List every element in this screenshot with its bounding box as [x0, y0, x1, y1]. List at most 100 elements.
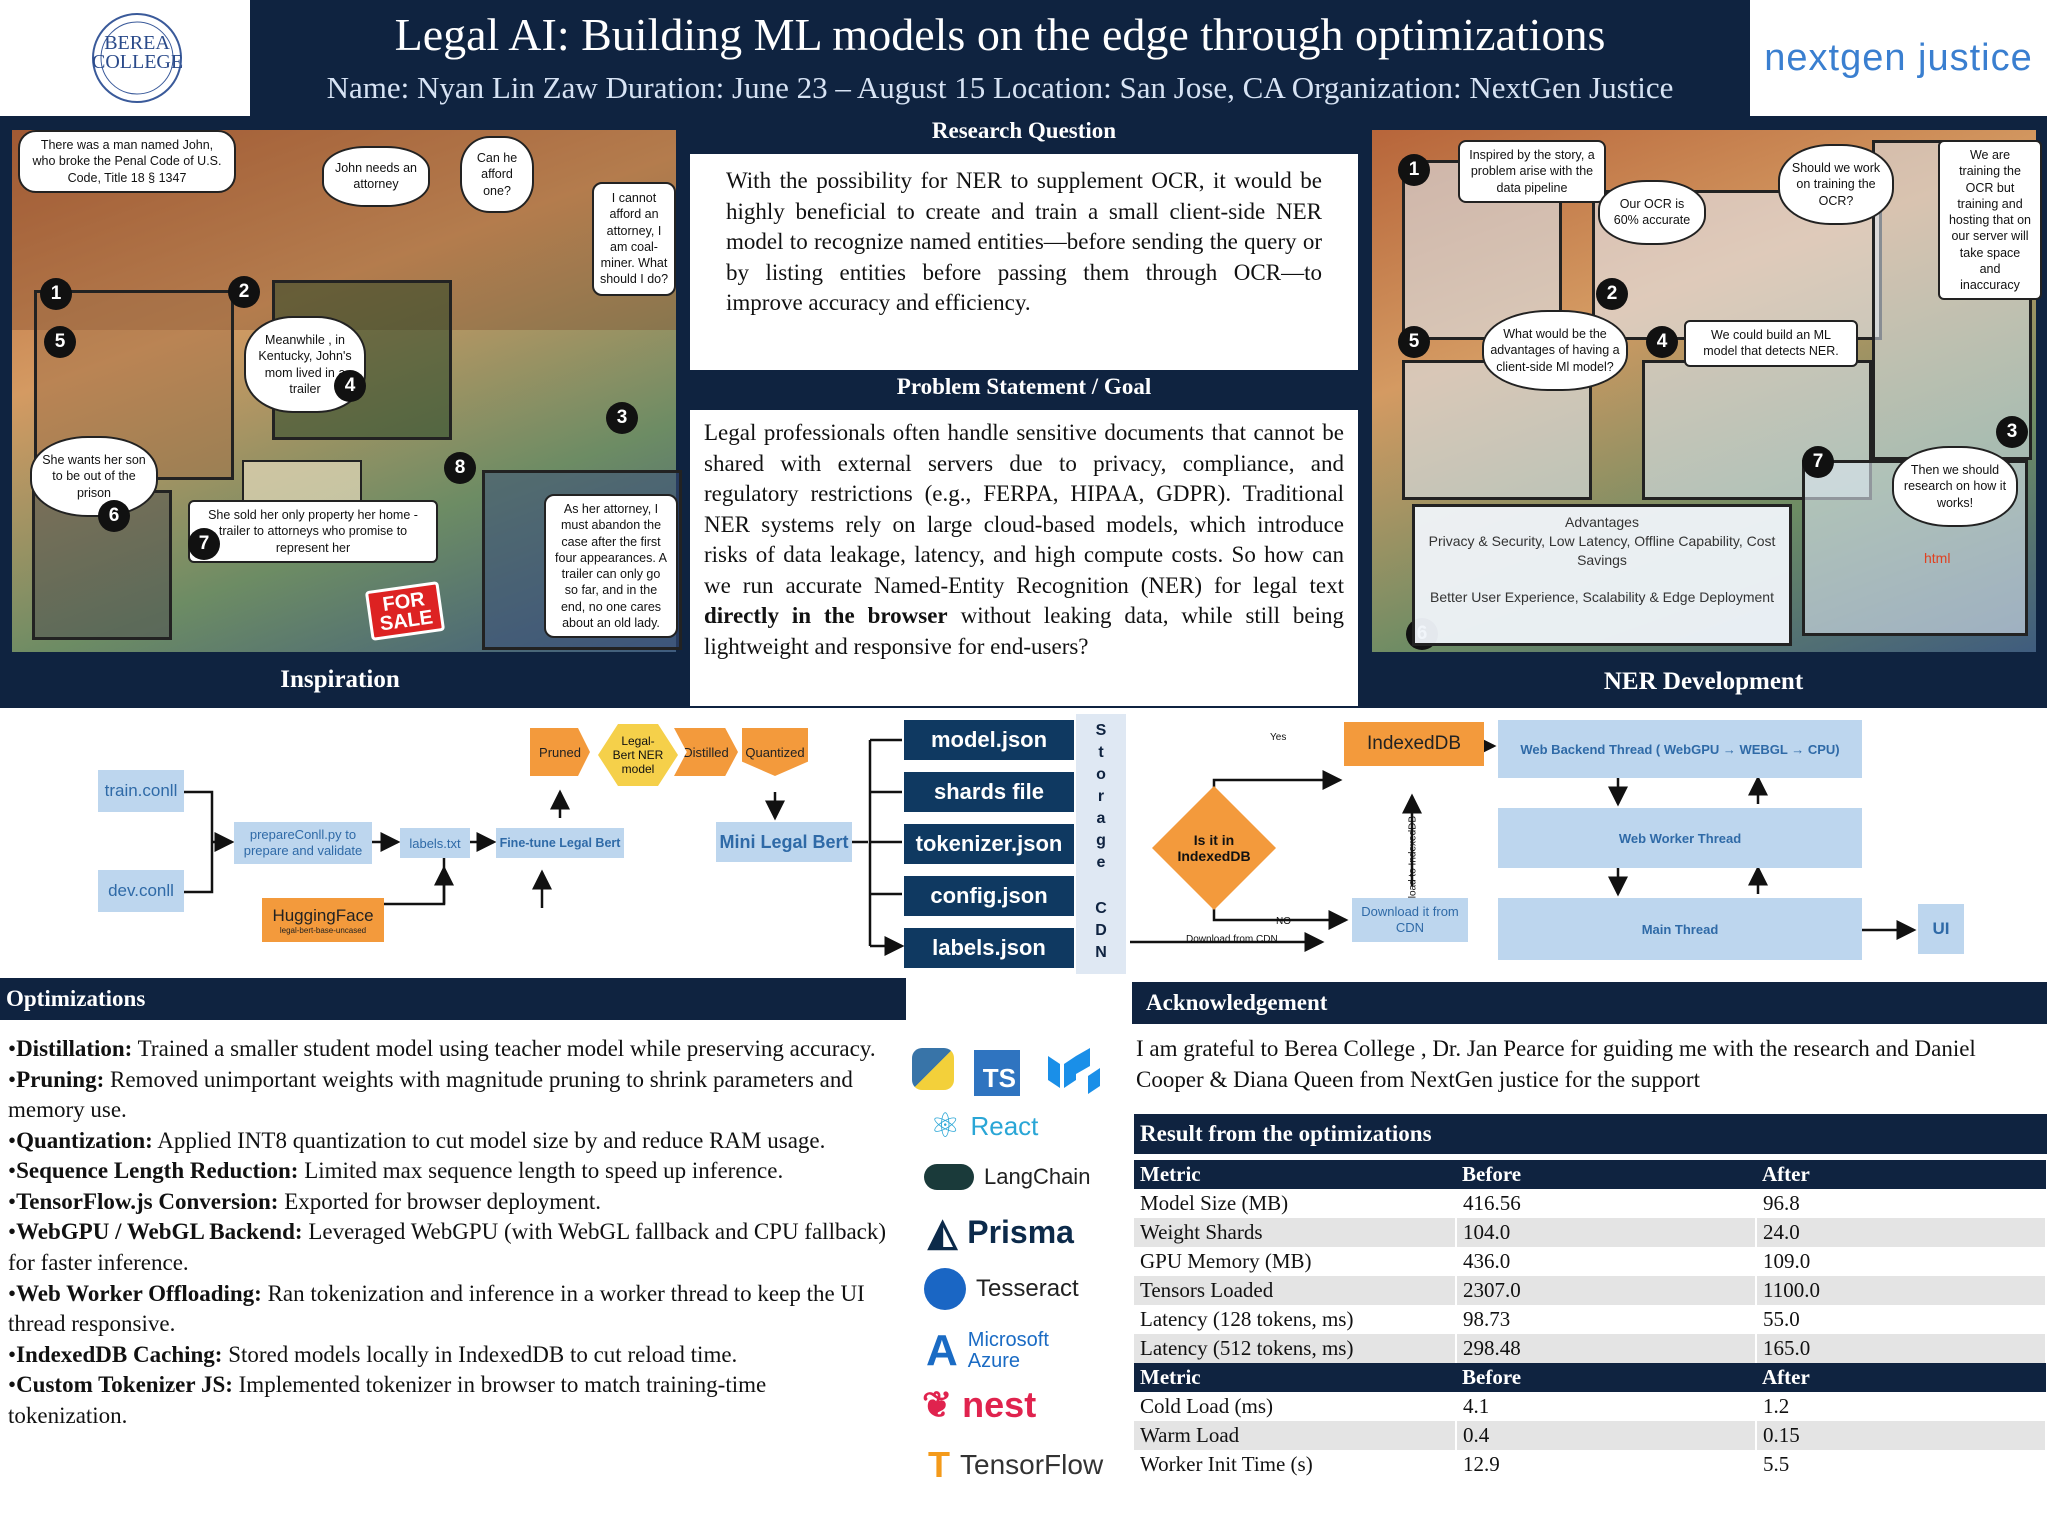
opt-tfjs: •TensorFlow.js Conversion: Exported for … — [8, 1188, 602, 1214]
comic-badge-4: 4 — [334, 370, 366, 402]
problem-statement-box: Legal professionals often handle sensiti… — [690, 410, 1358, 706]
prepare-conll-box: prepareConll.py to prepare and validate — [234, 822, 372, 864]
mui-icon — [1048, 1048, 1100, 1094]
opt-webgpu: •WebGPU / WebGL Backend: Leveraged WebGP… — [8, 1219, 887, 1276]
huggingface-box: HuggingFace legal-bert-base-uncased — [262, 898, 384, 942]
opt-pruning: •Pruning: Removed unimportant weights wi… — [8, 1066, 853, 1123]
yes-label: Yes — [1270, 732, 1287, 743]
ner-bubble-5: What would be the advantages of having a… — [1482, 310, 1628, 391]
huggingface-model: legal-bert-base-uncased — [279, 925, 367, 935]
opt-indexeddb: •IndexedDB Caching: Stored models locall… — [8, 1341, 738, 1367]
ner-bubble-1: Inspired by the story, a problem arise w… — [1458, 140, 1606, 203]
typescript-icon: TS — [974, 1050, 1020, 1096]
ner-badge-3: 3 — [1996, 416, 2028, 448]
download-it-from-cdn-box: Download it from CDN — [1352, 898, 1468, 942]
optimizations-list: •Distillation: Trained a smaller student… — [8, 1034, 888, 1432]
storage-letter: S — [1095, 722, 1107, 739]
opt-sequence-length: •Sequence Length Reduction: Limited max … — [8, 1158, 784, 1184]
mini-legal-bert-box: Mini Legal Bert — [716, 822, 852, 862]
inspiration-label: Inspiration — [280, 666, 400, 693]
research-question-title: Research Question — [688, 118, 1360, 152]
ui-box: UI — [1918, 904, 1964, 954]
opt-distillation: •Distillation: Trained a smaller student… — [8, 1036, 876, 1061]
cdn-letter: C — [1095, 900, 1107, 917]
berea-seal-icon — [92, 13, 182, 103]
for-sale-sign: FOR SALE — [364, 581, 446, 641]
results-table-1: Metric Before After Model Size (MB)416.5… — [1134, 1160, 2047, 1363]
opt-quantization: •Quantization: Applied INT8 quantization… — [8, 1127, 826, 1153]
berea-college-logo: BEREA COLLEGE — [0, 0, 250, 116]
prisma-logo: ◭Prisma — [928, 1212, 1074, 1254]
storage-letter: e — [1096, 854, 1106, 871]
prisma-icon: ◭ — [928, 1212, 958, 1254]
poster-header: Legal AI: Building ML models on the edge… — [250, 0, 1750, 116]
labels-txt-box: labels.txt — [400, 828, 470, 858]
inspiration-section: There was a man named John, who broke th… — [0, 116, 688, 708]
acknowledgement-title: Acknowledgement — [1132, 982, 2047, 1024]
optimizations-title: Optimizations — [0, 978, 906, 1020]
col-header-before: Before — [1456, 1363, 1756, 1392]
react-logo: ⚛React — [930, 1107, 1039, 1145]
python-icon — [912, 1048, 954, 1090]
opt-web-worker: •Web Worker Offloading: Ran tokenization… — [8, 1280, 865, 1337]
web-backend-thread: Web Backend Thread ( WebGPU → WEBGL → CP… — [1498, 720, 1862, 778]
ner-development-section: Inspired by the story, a problem arise w… — [1360, 116, 2047, 708]
ner-badge-7: 7 — [1802, 446, 1834, 478]
nextgen-justice-logo: nextgen justice — [1750, 0, 2047, 116]
opt-tokenizer: •Custom Tokenizer JS: Implemented tokeni… — [8, 1372, 767, 1428]
ner-bubble-2: Our OCR is 60% accurate — [1598, 180, 1706, 245]
comic-badge-7: 7 — [188, 528, 220, 560]
ner-badge-2: 2 — [1596, 278, 1628, 310]
comic-bubble-6: She wants her son to be out of the priso… — [30, 436, 158, 517]
langchain-logo: LangChain — [924, 1164, 1090, 1190]
cdn-letter: D — [1095, 922, 1107, 939]
col-header-before: Before — [1456, 1160, 1756, 1189]
col-header-after: After — [1756, 1160, 2046, 1189]
nest-icon: ❦ — [922, 1384, 953, 1425]
file-tokenizer-json: tokenizer.json — [904, 824, 1074, 864]
no-label: NO — [1276, 916, 1291, 927]
storage-cdn-column: S t o r a g e C D N — [1076, 714, 1126, 974]
huggingface-label: HuggingFace — [272, 905, 374, 925]
main-thread: Main Thread — [1498, 898, 1862, 960]
ner-bubble-6: We could build an ML model that detects … — [1684, 320, 1858, 367]
file-model-json: model.json — [904, 720, 1074, 760]
advantages-list-1: Privacy & Security, Low Latency, Offline… — [1428, 532, 1776, 568]
ner-badge-4: 4 — [1646, 326, 1678, 358]
tesseract-icon — [924, 1268, 966, 1310]
berea-logo-text: BEREA COLLEGE — [92, 32, 184, 73]
file-config-json: config.json — [904, 876, 1074, 916]
ner-bubble-3: Should we work on training the OCR? — [1778, 144, 1894, 225]
train-conll-box: train.conll — [98, 770, 184, 812]
comic-bubble-4: I cannot afford an attorney, I am coal-m… — [592, 182, 676, 296]
comic-badge-6: 6 — [98, 500, 130, 532]
results-tables: Metric Before After Model Size (MB)416.5… — [1134, 1160, 2047, 1522]
ner-bubble-7: Then we should research on how it works! — [1892, 446, 2018, 527]
advantages-list-2: Better User Experience, Scalability & Ed… — [1430, 588, 1774, 605]
advantages-box: Advantages Privacy & Security, Low Laten… — [1412, 504, 1792, 646]
download-from-cdn-label: Download from CDN — [1186, 934, 1278, 945]
col-header-metric: Metric — [1134, 1363, 1456, 1392]
comic-bubble-7: She sold her only property her home - tr… — [188, 500, 438, 563]
pruned-step: Pruned — [530, 728, 590, 776]
advantages-title: Advantages — [1565, 514, 1639, 530]
problem-statement-text: Legal professionals often handle sensiti… — [704, 420, 1345, 660]
azure-icon: A — [926, 1326, 958, 1375]
comic-badge-2: 2 — [228, 276, 260, 308]
comic-badge-1: 1 — [40, 278, 72, 310]
tesseract-logo: Tesseract — [924, 1268, 1079, 1310]
ner-bubble-4: We are training the OCR but training and… — [1938, 140, 2042, 301]
file-labels-json: labels.json — [904, 928, 1074, 968]
research-question-text: With the possibility for NER to suppleme… — [726, 168, 1322, 316]
